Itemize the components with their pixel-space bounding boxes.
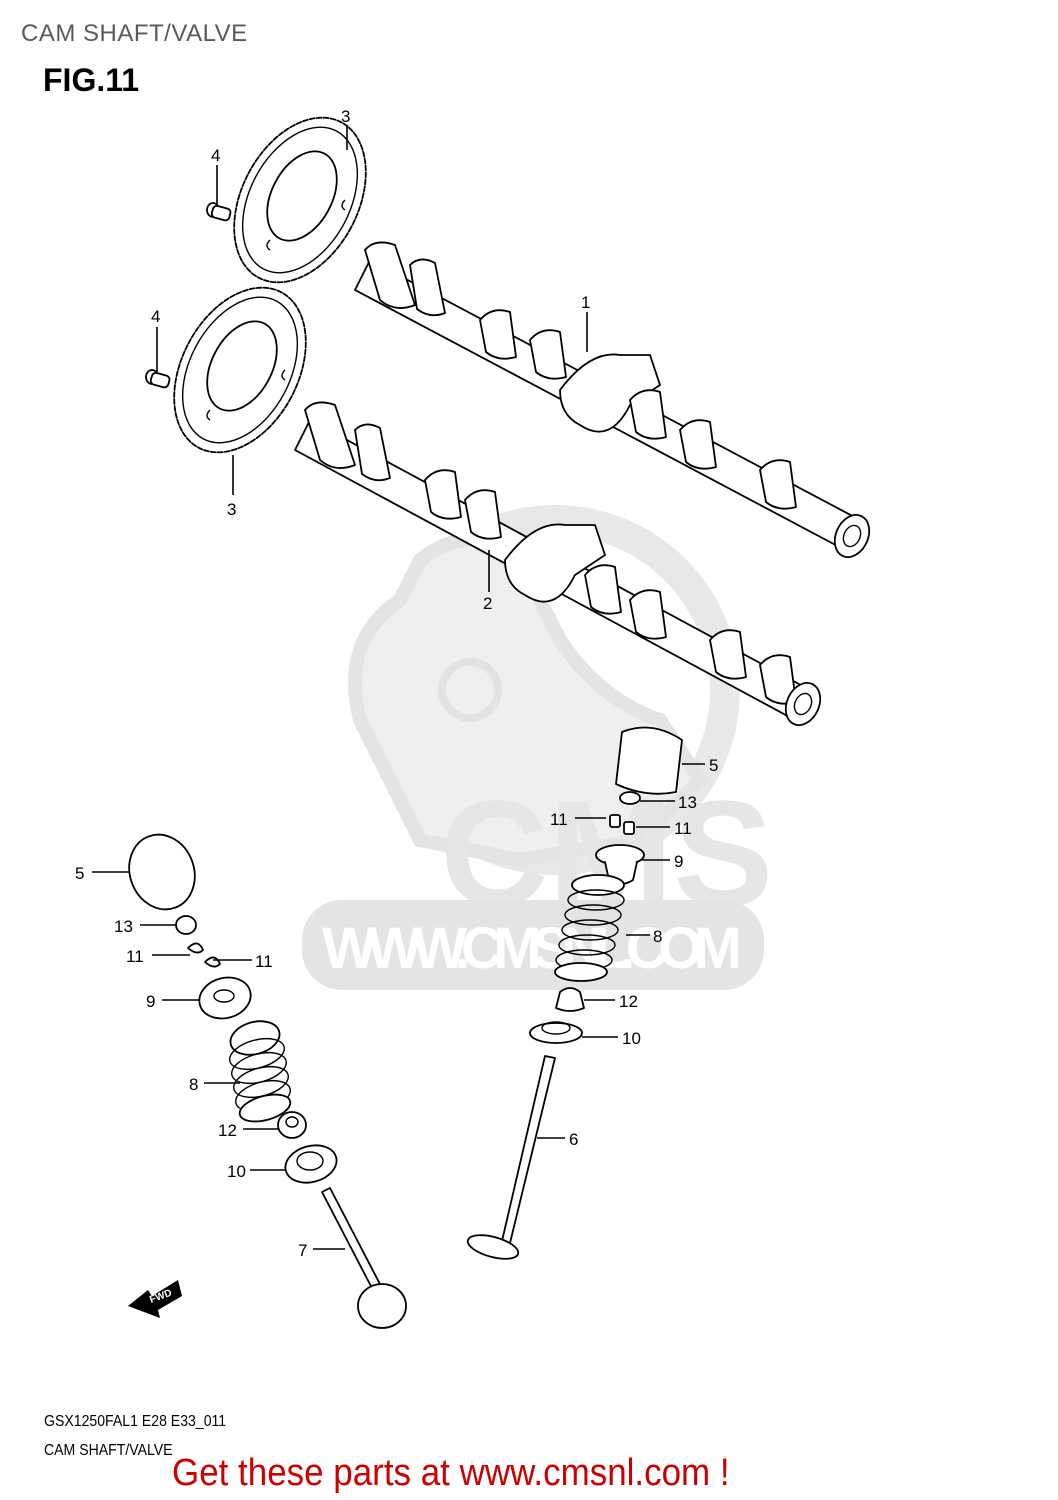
callout-5-right[interactable]: 5	[709, 756, 718, 775]
callout-3-lower[interactable]: 3	[227, 500, 236, 519]
camshaft-lower[interactable]	[294, 401, 827, 730]
camshaft-upper[interactable]	[354, 241, 876, 562]
tappet-left[interactable]	[119, 825, 205, 918]
spring-seat-right[interactable]	[529, 1021, 583, 1044]
footer-section-title: CAM SHAFT/VALVE	[44, 1442, 173, 1459]
section-title: CAM SHAFT/VALVE	[21, 20, 248, 47]
spring-seat-left[interactable]	[281, 1140, 341, 1188]
callout-3-upper[interactable]: 3	[341, 107, 350, 126]
shim-right[interactable]	[619, 791, 641, 805]
callout-11-left-a[interactable]: 11	[126, 947, 144, 966]
stem-seal-left[interactable]	[277, 1111, 307, 1139]
callout-1[interactable]: 1	[581, 293, 590, 312]
cotter-right[interactable]	[609, 814, 635, 835]
bolt-lower[interactable]	[145, 369, 171, 389]
figure-label: FIG.11	[43, 62, 140, 98]
fwd-arrow-icon: FWD	[128, 1280, 182, 1318]
callout-5-left[interactable]: 5	[75, 864, 84, 883]
callout-9-left[interactable]: 9	[146, 992, 155, 1011]
model-code: GSX1250FAL1 E28 E33_011	[44, 1413, 227, 1430]
callout-12-left[interactable]: 12	[218, 1121, 237, 1140]
callout-2[interactable]: 2	[483, 594, 492, 613]
tappet-right[interactable]	[615, 726, 683, 795]
callout-11-left-b[interactable]: 11	[255, 952, 273, 971]
retainer-left[interactable]	[195, 972, 256, 1024]
callout-10-right[interactable]: 10	[622, 1029, 641, 1048]
cotter-left[interactable]	[187, 942, 221, 968]
valve-intake[interactable]	[465, 1055, 556, 1263]
cta-link[interactable]: Get these parts at www.cmsnl.com !	[172, 1452, 730, 1494]
callout-numbers: 3 4 4 1 3 2 5 13 11 11 9 8 12 10 6 5 13 …	[75, 107, 718, 1260]
callout-4-upper[interactable]: 4	[211, 146, 220, 165]
gear-upper[interactable]	[207, 95, 392, 305]
callout-8-right[interactable]: 8	[653, 927, 662, 946]
stem-seal-right[interactable]	[555, 987, 585, 1012]
callout-13-left[interactable]: 13	[114, 917, 133, 936]
shim-left[interactable]	[175, 915, 197, 935]
callout-11-right-b[interactable]: 11	[674, 819, 692, 838]
leader-lines	[92, 125, 705, 1250]
callout-13-right[interactable]: 13	[678, 793, 697, 812]
bolt-upper[interactable]	[206, 202, 232, 222]
gear-lower[interactable]	[147, 265, 332, 475]
callout-4-lower[interactable]: 4	[151, 307, 160, 326]
callout-9-right[interactable]: 9	[674, 852, 683, 871]
callout-7[interactable]: 7	[298, 1241, 307, 1260]
callout-6[interactable]: 6	[569, 1130, 578, 1149]
spring-left[interactable]	[226, 1016, 293, 1126]
watermark-url: WWW.CMSNL.COM	[322, 916, 742, 981]
valve-exhaust[interactable]	[321, 1187, 407, 1329]
callout-8-left[interactable]: 8	[189, 1075, 198, 1094]
spring-right[interactable]	[554, 874, 625, 982]
callout-10-left[interactable]: 10	[227, 1162, 246, 1181]
callout-12-right[interactable]: 12	[619, 992, 638, 1011]
callout-11-right-a[interactable]: 11	[550, 810, 568, 829]
